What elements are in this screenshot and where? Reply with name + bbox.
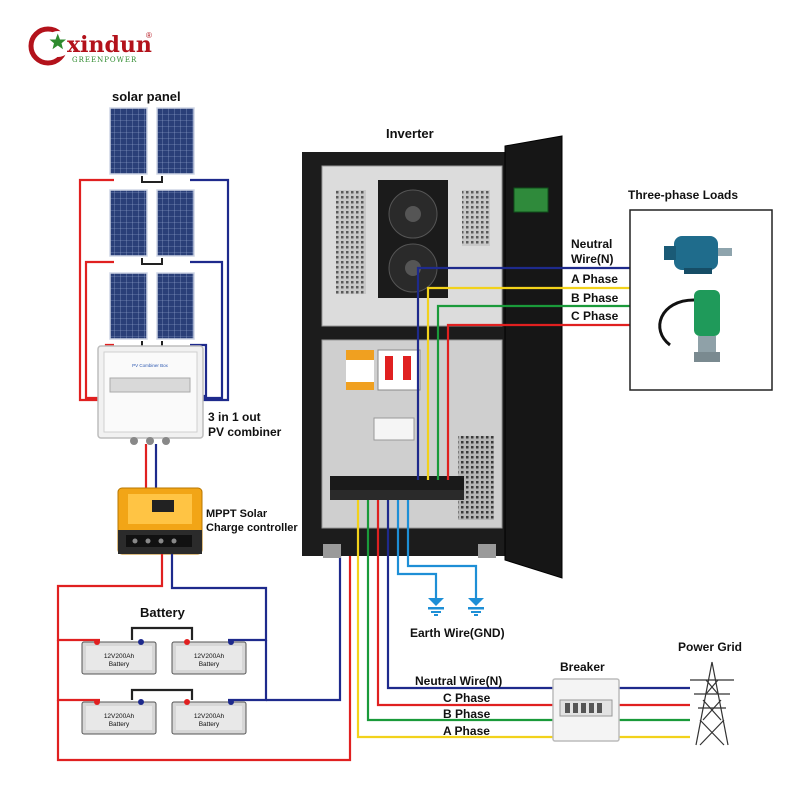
inverter-label: Inverter (386, 126, 434, 141)
logo-star-icon (49, 33, 66, 50)
inverter-cabinet (302, 135, 563, 579)
battery-spec: 12V200Ah (194, 653, 225, 660)
combiner-box-caption: PV Combiner Box (132, 363, 169, 368)
electric-motor-icon (664, 236, 732, 274)
solar-panel-label: solar panel (112, 89, 181, 104)
battery: 12V200Ah Battery (171, 639, 247, 675)
solar-panel (109, 272, 148, 340)
battery-spec: 12V200Ah (104, 653, 135, 660)
combiner-label-line1: 3 in 1 out (208, 410, 261, 424)
solar-panel (156, 189, 195, 257)
submersible-pump-icon (658, 290, 720, 362)
battery-inverter-wires (56, 500, 352, 762)
mppt-battery-wires (56, 554, 268, 702)
grid-c-phase-label: C Phase (443, 691, 491, 705)
solar-panel (156, 107, 195, 175)
mppt-label-line1: MPPT Solar (206, 508, 268, 520)
logo-sub-text: GREENPOWER (72, 56, 137, 64)
mppt-charge-controller (117, 487, 203, 555)
earth-wire-label: Earth Wire(GND) (410, 626, 505, 640)
breaker-box (552, 678, 620, 742)
solar-panel (156, 272, 195, 340)
grid-a-phase-label: A Phase (443, 724, 490, 738)
battery-label: Battery (140, 605, 186, 620)
three-phase-loads-label: Three-phase Loads (628, 188, 738, 202)
grid-neutral-label: Neutral Wire(N) (415, 674, 502, 688)
power-grid-label: Power Grid (678, 640, 742, 654)
battery: 12V200Ah Battery (81, 699, 157, 735)
battery: 12V200Ah Battery (171, 699, 247, 735)
logo-brand-text: xindun (67, 32, 152, 58)
ground-symbol-icon (428, 598, 444, 616)
load-a-phase-label: A Phase (571, 272, 618, 286)
solar-panel (109, 189, 148, 257)
battery-spec: 12V200Ah (194, 713, 225, 720)
xindun-logo: xindun ® GREENPOWER (28, 26, 152, 66)
load-neutral-label-line1: Neutral (571, 237, 612, 251)
battery-bank: 12V200Ah Battery 12V200Ah Battery 12V200… (81, 639, 247, 735)
load-wires (416, 266, 630, 480)
earth-wires (396, 500, 478, 598)
mppt-label-line2: Charge controller (206, 522, 298, 534)
battery-name: Battery (109, 721, 130, 728)
three-phase-loads-box (629, 209, 773, 391)
transmission-tower-icon (690, 661, 734, 746)
pv-combiner-box: PV Combiner Box (97, 345, 204, 445)
logo-registered-mark: ® (146, 31, 152, 40)
grid-b-phase-label: B Phase (443, 707, 491, 721)
load-neutral-label-line2: Wire(N) (571, 252, 614, 266)
load-b-phase-label: B Phase (571, 291, 619, 305)
ground-symbol-icon (468, 598, 484, 616)
battery-name: Battery (199, 661, 220, 668)
combiner-label-line2: PV combiner (208, 425, 282, 439)
battery-spec: 12V200Ah (104, 713, 135, 720)
load-c-phase-label: C Phase (571, 309, 619, 323)
battery-name: Battery (199, 721, 220, 728)
battery-name: Battery (109, 661, 130, 668)
solar-array (109, 107, 195, 348)
battery: 12V200Ah Battery (81, 639, 157, 675)
solar-panel (109, 107, 148, 175)
breaker-label: Breaker (560, 660, 605, 674)
